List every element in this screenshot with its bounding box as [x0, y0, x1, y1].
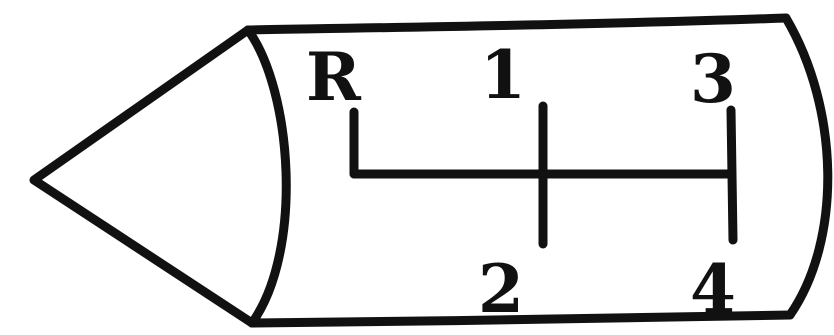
shift-knob-outline: [29, 13, 833, 328]
gear-label-third: 3: [690, 40, 736, 118]
outline-left-curve: [243, 25, 291, 328]
shift-gate: [349, 101, 738, 249]
outline-right-curve: [781, 13, 833, 320]
gear-label-second: 2: [478, 250, 524, 328]
gate-slot-3-4: [726, 105, 738, 245]
gear-label-fourth: 4: [690, 250, 736, 328]
outline-top-edge: [243, 13, 791, 35]
outline-bottom-edge: [247, 310, 795, 328]
gear-label-reverse: R: [306, 38, 362, 116]
gear-label-first: 1: [480, 36, 526, 114]
outline-tip-triangle: [29, 25, 257, 328]
